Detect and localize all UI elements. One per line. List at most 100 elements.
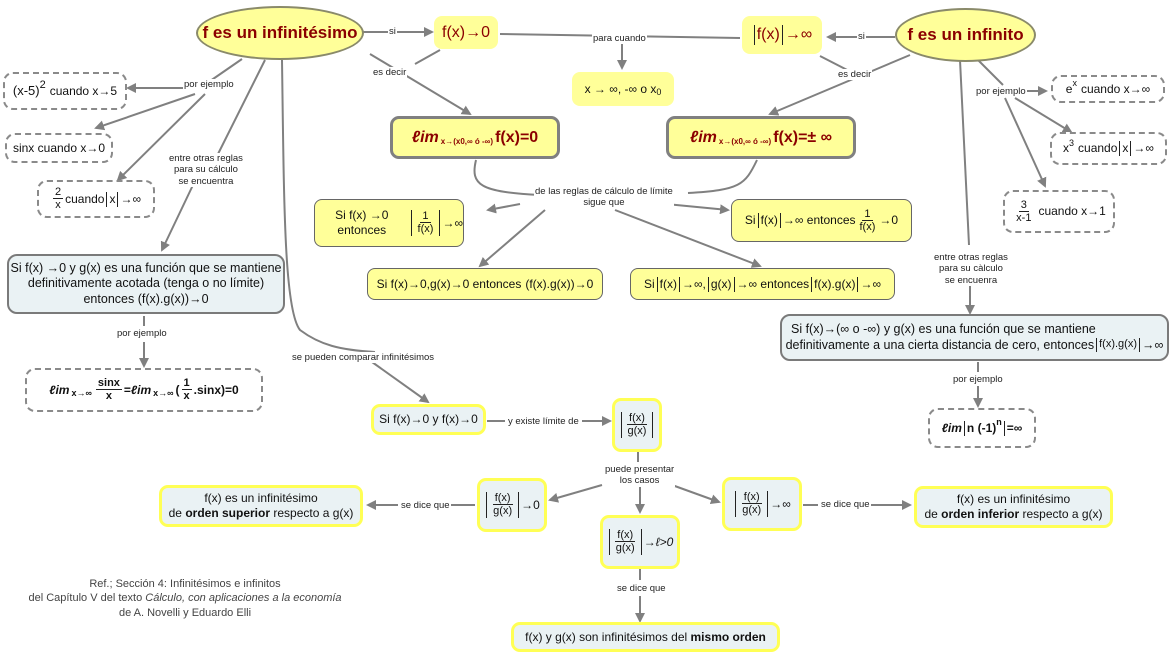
mid1: →∞,	[681, 276, 706, 291]
reference-note: Ref.; Sección 4: Infinitésimos e infinit…	[10, 577, 360, 620]
abs-fraction: f(x)g(x)	[608, 529, 642, 555]
line-1: f(x) es un infinitésimo	[204, 491, 318, 505]
line-2: definitivamente acotada (tenga o no lími…	[27, 276, 265, 291]
sub: x→∞	[71, 388, 92, 399]
node-lim-inf[interactable]: ℓim x→(x0,∞ ó -∞) f(x)=± ∞	[666, 116, 856, 159]
mid: cuando	[65, 191, 105, 206]
link-rule3	[478, 209, 546, 268]
conclusion-orden-superior[interactable]: f(x) es un infinitésimo de orden superio…	[159, 485, 363, 527]
example-n-times-minus-one[interactable]: ℓim n (-1)n =∞	[928, 408, 1036, 448]
line-1: f(x) es un infinitésimo	[956, 492, 1071, 506]
link-case-inf	[671, 484, 721, 504]
case-ratio-to-zero[interactable]: f(x)g(x) →0	[477, 478, 547, 532]
rule-distance[interactable]: Si f(x)→(∞ o -∞) y g(x) es una función q…	[780, 314, 1169, 361]
tail: →∞	[860, 276, 882, 291]
concept-infinitesimo[interactable]: f es un infinitésimo	[196, 6, 364, 60]
link-es-decir-right	[770, 54, 911, 114]
line-2: definitivamente a una cierta distancia d…	[785, 337, 1164, 353]
link-rule2	[665, 203, 730, 215]
link-label-por-ejemplo-bounded: por ejemplo	[116, 328, 168, 340]
pre: Si	[744, 213, 756, 227]
case-ratio-to-l[interactable]: f(x)g(x) →ℓ>0	[600, 515, 680, 569]
mid2: →∞ entonces	[736, 276, 810, 291]
abs3: f(x).g(x)	[811, 276, 859, 292]
node-ratio[interactable]: f(x)g(x)	[612, 398, 662, 452]
reference-line-3: de A. Novelli y Eduardo Elli	[118, 606, 252, 619]
lim: ℓim	[941, 420, 962, 435]
case-ratio-to-inf[interactable]: f(x)g(x) →∞	[722, 477, 802, 531]
link-ex2	[94, 93, 196, 131]
node-abs-fx-to-inf[interactable]: f(x) →∞	[742, 16, 822, 54]
paren: f(x).g(x)	[529, 276, 571, 291]
mid: →∞ entonces	[782, 213, 856, 227]
value-text: x → ∞, -∞ o x	[584, 81, 657, 96]
line-1: Si f(x) →0 y g(x) es una función que se …	[10, 260, 282, 275]
tail: →ℓ>0	[643, 534, 674, 549]
tail2: .sinx	[193, 382, 222, 397]
lim-sub: x→(x0,∞ ó -∞)	[440, 136, 494, 146]
example-sinx[interactable]: sinx cuando x→0	[5, 133, 113, 163]
bold: mismo orden	[690, 629, 766, 644]
abs-fraction: f(x)g(x)	[620, 412, 654, 438]
link-comparar-arrow	[371, 361, 430, 404]
link-label-por-ejemplo-distance: por ejemplo	[952, 374, 1004, 386]
link-label-si-right: si	[857, 31, 866, 43]
abs-fraction: f(x)g(x)	[735, 491, 769, 517]
exp: 2	[39, 79, 46, 92]
eq: =	[123, 382, 131, 397]
link-label-es-decir-left: es decir	[372, 67, 408, 79]
tail: →∞	[120, 191, 142, 206]
lim-rest: f(x)=± ∞	[773, 128, 833, 146]
mid: cuando	[1078, 141, 1118, 155]
lim-symbol: ℓim	[689, 128, 717, 146]
reference-line-1: Ref.; Sección 4: Infinitésimos e infinit…	[89, 578, 281, 590]
rule-product-zero[interactable]: Si f(x)→0,g(x)→0 entonces (f(x).g(x)) →0	[367, 268, 603, 300]
lim-rest: f(x)=0	[495, 128, 539, 146]
link-label-para-cuando: para cuando	[592, 33, 647, 45]
abs1: f(x)	[656, 276, 680, 292]
value-sub: 0	[656, 87, 662, 98]
rest: cuando x→∞	[1080, 81, 1151, 96]
pre: Si f(x) →0 entonces	[335, 208, 389, 237]
lim-symbol: ℓim	[411, 128, 439, 146]
abs: n (-1)n	[963, 417, 1005, 436]
link-reglas-left	[162, 59, 266, 250]
link-ex3	[116, 93, 206, 182]
tail: →∞	[442, 215, 463, 230]
exp: x	[1072, 78, 1077, 89]
rest: cuando x→1	[1038, 204, 1106, 218]
rule-bounded[interactable]: Si f(x) →0 y g(x) es una función que se …	[7, 254, 285, 314]
result: =0	[225, 382, 239, 397]
example-x-minus-5-squared[interactable]: (x-5)2 cuando x→5	[3, 72, 127, 110]
tail: →∞	[784, 26, 813, 43]
line-1: Si f(x)→(∞ o -∞) y g(x) es una función q…	[791, 321, 1096, 336]
link-lim-inf-rules	[687, 159, 758, 194]
node-fx-to-zero[interactable]: f(x)→0	[434, 16, 498, 49]
conclusion-orden-inferior[interactable]: f(x) es un infinitésimo de orden inferio…	[914, 486, 1113, 528]
reference-line-2: del Capítulo V del texto Cálculo, con ap…	[28, 592, 342, 605]
line-2: de orden superior respecto a g(x)	[168, 506, 354, 520]
abs2: g(x)	[707, 276, 735, 292]
base: x	[1063, 141, 1070, 155]
link-reglas-right	[959, 59, 970, 313]
rest: cuando x→5	[49, 83, 118, 98]
node-compare[interactable]: Si f(x)→0 y f(x)→0	[371, 404, 486, 435]
concept-infinito[interactable]: f es un infinito	[895, 8, 1036, 62]
link-label-se-dice-right: se dice que	[820, 499, 871, 511]
node-lim-zero[interactable]: ℓim x→(x0,∞ ó -∞) f(x)=0	[390, 116, 560, 159]
conclusion-mismo-orden[interactable]: f(x) y g(x) son infinitésimos del mismo …	[511, 622, 780, 652]
tail: →0	[574, 276, 594, 291]
rule-product-inf[interactable]: Si f(x) →∞, g(x) →∞ entonces f(x).g(x) →…	[630, 268, 895, 300]
line-3: entonces (f(x).g(x))→0	[83, 291, 209, 306]
